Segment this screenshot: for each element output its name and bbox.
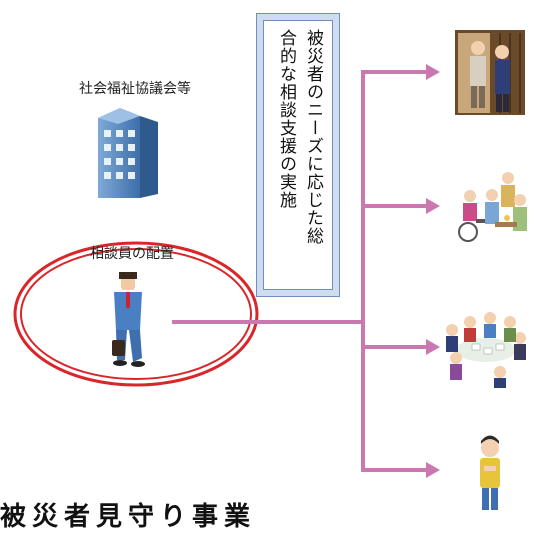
group-meeting-icon xyxy=(446,312,526,388)
service-banner-inner: 被災者のニーズに応じた総 合的な相談支援の実施 xyxy=(263,20,333,290)
staff-highlight-ellipse xyxy=(13,241,259,387)
service-banner: 被災者のニーズに応じた総 合的な相談支援の実施 xyxy=(256,13,340,297)
wheelchair-elderly-icon xyxy=(458,172,527,242)
banner-text-column-2: 合的な相談支援の実施 xyxy=(276,29,296,209)
banner-text-column-1: 被災者のニーズに応じた総 xyxy=(303,29,323,245)
diagram-canvas xyxy=(13,30,527,510)
business-man-icon xyxy=(112,272,145,367)
connector-arrowheads xyxy=(426,64,440,478)
staff-placement-label: 相談員の配置 xyxy=(90,246,174,262)
home-visit-icon xyxy=(455,30,525,115)
connector-lines xyxy=(172,70,430,472)
building-icon xyxy=(98,108,158,198)
cut-off-heading: 被災者見守り事業 xyxy=(0,502,257,532)
organization-label: 社会福祉協議会等 xyxy=(79,81,191,97)
thinking-man-icon xyxy=(480,435,500,510)
